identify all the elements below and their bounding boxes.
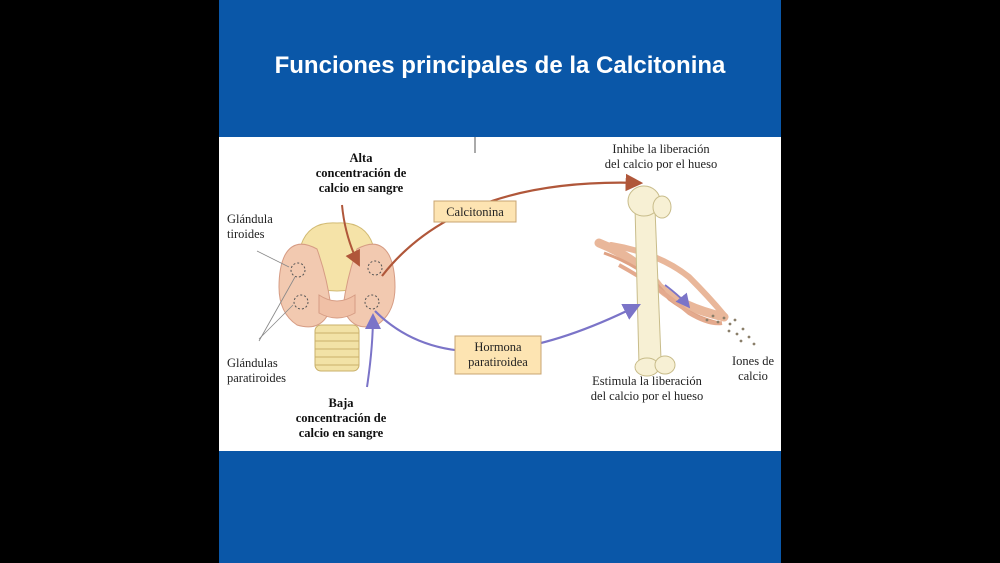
low-calcium-arrow bbox=[364, 313, 381, 388]
svg-text:Glándula: Glándula bbox=[227, 212, 273, 226]
svg-text:del calcio por el hueso: del calcio por el hueso bbox=[605, 157, 717, 171]
svg-text:Glándulas: Glándulas bbox=[227, 356, 278, 370]
svg-text:paratiroides: paratiroides bbox=[227, 371, 286, 385]
svg-text:Iones de: Iones de bbox=[732, 354, 774, 368]
calcitonin-box: Calcitonina bbox=[433, 200, 517, 223]
svg-text:concentración de: concentración de bbox=[316, 166, 407, 180]
slide-title: Funciones principales de la Calcitonina bbox=[274, 52, 726, 79]
diagram-figure: Calcitonina Hormona paratiroidea Alta co… bbox=[219, 137, 781, 451]
high-calcium-label: Alta concentración de calcio en sangre bbox=[316, 151, 407, 195]
calcium-ions-label: Iones de calcio bbox=[732, 354, 774, 383]
bone-illustration bbox=[594, 185, 729, 377]
svg-text:Estimula la liberación: Estimula la liberación bbox=[592, 374, 702, 388]
bone-release-arrow bbox=[664, 284, 691, 309]
thyroid-label: Glándula tiroides bbox=[227, 212, 273, 241]
calcium-ion-dots bbox=[705, 314, 756, 346]
low-calcium-label: Baja concentración de calcio en sangre bbox=[296, 396, 387, 440]
parathyroid-label: Glándulas paratiroides bbox=[227, 356, 286, 385]
high-calcium-arrow bbox=[341, 204, 360, 267]
svg-text:Alta: Alta bbox=[350, 151, 374, 165]
svg-text:Calcitonina: Calcitonina bbox=[446, 205, 504, 219]
svg-text:calcio en sangre: calcio en sangre bbox=[319, 181, 404, 195]
svg-text:tiroides: tiroides bbox=[227, 227, 265, 241]
svg-text:calcio: calcio bbox=[738, 369, 768, 383]
svg-text:Inhibe la liberación: Inhibe la liberación bbox=[612, 142, 710, 156]
calcitonin-arrow bbox=[381, 173, 644, 277]
svg-text:concentración de: concentración de bbox=[296, 411, 387, 425]
svg-text:paratiroidea: paratiroidea bbox=[468, 355, 528, 369]
inhibit-label: Inhibe la liberación del calcio por el h… bbox=[605, 142, 717, 171]
pth-box: Hormona paratiroidea bbox=[454, 335, 542, 375]
thyroid-illustration bbox=[278, 222, 396, 372]
slide: Funciones principales de la Calcitonina bbox=[219, 0, 781, 563]
svg-text:del calcio por el hueso: del calcio por el hueso bbox=[591, 389, 703, 403]
svg-text:calcio en sangre: calcio en sangre bbox=[299, 426, 384, 440]
stimulate-label: Estimula la liberación del calcio por el… bbox=[591, 374, 703, 403]
svg-text:Hormona: Hormona bbox=[474, 340, 522, 354]
svg-text:Baja: Baja bbox=[329, 396, 355, 410]
